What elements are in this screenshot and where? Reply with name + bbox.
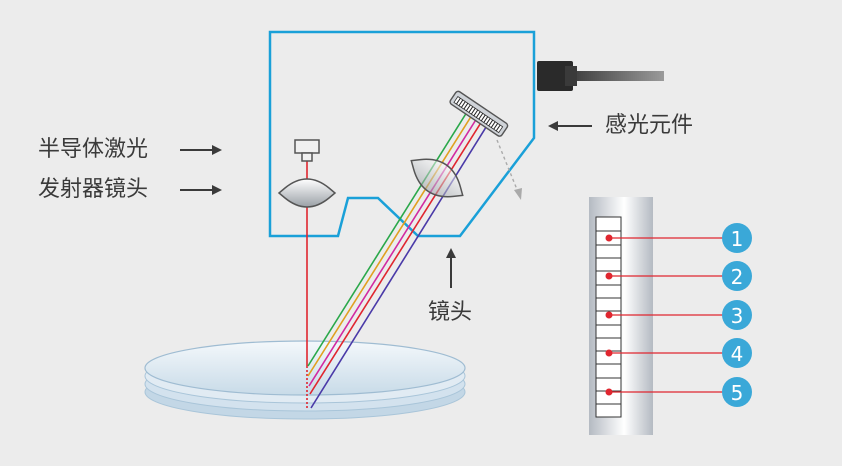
marker-2: 2 xyxy=(722,261,752,291)
callout-arrow-sensor xyxy=(548,121,592,131)
reflected-rays xyxy=(307,111,489,409)
marker-1: 1 xyxy=(722,223,752,253)
reflected-ray-purple xyxy=(310,123,489,409)
reflected-ray-magenta xyxy=(308,117,478,387)
marker-5-label: 5 xyxy=(731,381,744,405)
sensor-normal-dashed-arrow xyxy=(496,139,522,200)
marker-4-label: 4 xyxy=(731,342,744,366)
marker-leaders xyxy=(605,234,723,396)
laser-label: 半导体激光 xyxy=(38,137,149,162)
lens-label: 镜头 xyxy=(428,300,473,325)
emitter-lens-label: 发射器镜头 xyxy=(38,177,149,202)
emitter-lens xyxy=(277,178,337,208)
laser-emitter xyxy=(294,139,320,162)
reflected-ray-red xyxy=(309,120,483,395)
reflected-ray-yellow xyxy=(307,114,473,377)
marker-5: 5 xyxy=(722,377,752,407)
sensor-cable xyxy=(537,61,664,91)
marker-2-label: 2 xyxy=(731,265,744,289)
callout-arrow-lens xyxy=(446,248,456,288)
callout-arrow-laser xyxy=(180,145,222,155)
marker-1-label: 1 xyxy=(731,227,744,251)
detector-scale-panel xyxy=(589,197,653,435)
photosensitive-element xyxy=(449,90,509,137)
target-disc-stack xyxy=(144,340,466,420)
marker-4: 4 xyxy=(722,338,752,368)
sensor-housing xyxy=(268,30,536,238)
sensor-label: 感光元件 xyxy=(605,113,694,138)
marker-3-label: 3 xyxy=(731,304,744,328)
receiving-lens xyxy=(410,158,464,198)
callout-arrow-emitter-lens xyxy=(180,185,222,195)
marker-3: 3 xyxy=(722,300,752,330)
reflected-ray-green xyxy=(307,111,468,367)
